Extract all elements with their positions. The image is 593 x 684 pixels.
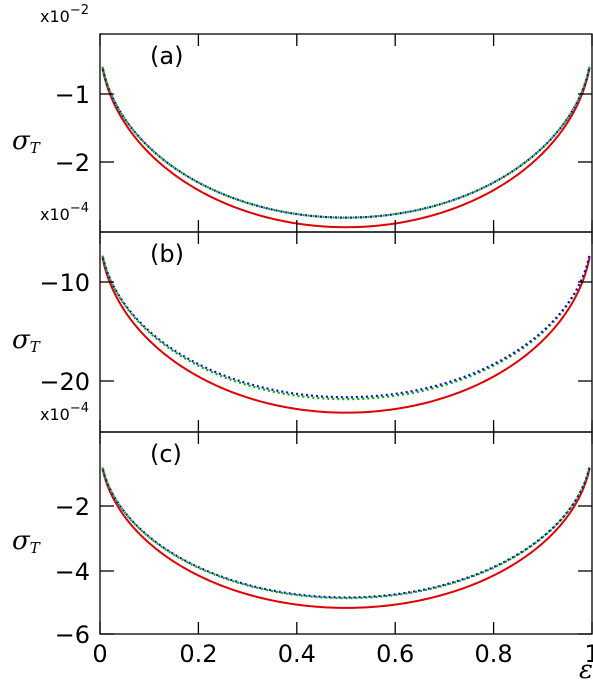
y-tick-label: −20	[39, 368, 90, 396]
y-tick-label: −6	[55, 621, 90, 649]
y-axis-label: σT	[12, 325, 41, 356]
y-tick-label: −4	[55, 558, 90, 586]
curves	[101, 255, 591, 414]
exponent-label: x10−4	[40, 201, 89, 224]
x-tick-label: 0.6	[376, 640, 414, 668]
exponent-superscript: −4	[70, 401, 89, 416]
series-curve-3	[101, 66, 591, 219]
panel-label: (b)	[150, 240, 184, 268]
y-tick-label: −1	[55, 81, 90, 109]
series-curve-2	[101, 255, 591, 401]
series-curve-2	[101, 66, 591, 219]
x-tick-label: 0	[92, 640, 107, 668]
panel-label: (a)	[150, 42, 183, 70]
y-axis-label-subscript: T	[30, 539, 41, 557]
panel-label: (c)	[150, 440, 182, 468]
panel-frame	[99, 431, 593, 635]
curves	[101, 467, 591, 609]
x-tick-label: 0.4	[278, 640, 316, 668]
y-axis-label: σT	[12, 126, 41, 157]
y-tick-label: −10	[39, 269, 90, 297]
exponent-label: x10−2	[40, 3, 89, 26]
series-curve-3	[101, 255, 591, 399]
exponent-superscript: −4	[70, 201, 89, 216]
exponent-label: x10−4	[40, 401, 89, 424]
panel-3: −2 −4 −60 0.2 0.4 0.6 0.8 1 (c) x10−4 σT	[12, 401, 593, 668]
series-curve-1	[101, 468, 591, 609]
curves	[101, 66, 591, 229]
y-axis-label-subscript: T	[30, 139, 41, 157]
series-curve-2	[101, 467, 591, 600]
x-tick-label: 1	[584, 640, 593, 668]
x-tick-label: 0.2	[179, 640, 217, 668]
x-axis-label: ε	[579, 655, 593, 684]
exponent-superscript: −2	[70, 3, 89, 18]
y-axis-label-subscript: T	[30, 338, 41, 356]
series-curve-1	[101, 67, 591, 229]
panel-2: −10 −20 (b) x10−4 σT	[12, 201, 593, 433]
series-curve-1	[101, 257, 591, 414]
panel-1: −1 −2 (a) x10−2 σT	[12, 3, 593, 233]
x-tick-label: 0.8	[475, 640, 513, 668]
series-curve-3	[101, 467, 591, 599]
y-tick-label: −2	[55, 493, 90, 521]
y-tick-label: −2	[55, 149, 90, 177]
y-axis-label: σT	[12, 526, 41, 557]
